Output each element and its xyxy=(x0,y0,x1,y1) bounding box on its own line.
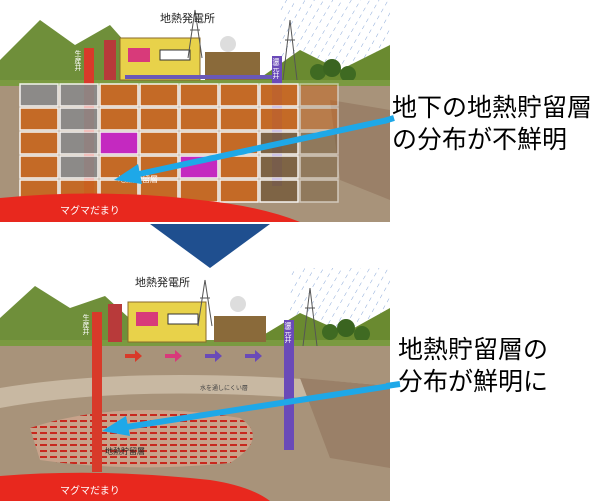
grid-cell xyxy=(19,83,59,107)
pylon xyxy=(302,287,318,347)
grid-cell xyxy=(219,155,259,179)
grid-cell xyxy=(139,107,179,131)
grid-cell xyxy=(179,83,219,107)
top-cross-section: 地熱発電所 生産井 還元井 地熱貯留層 マグマだまり xyxy=(0,0,390,222)
callout-top-line2: の分布が不鮮明 xyxy=(392,125,568,154)
tree xyxy=(354,326,370,342)
turbine xyxy=(136,312,158,326)
plant-window xyxy=(159,49,191,61)
grid-cell xyxy=(259,83,299,107)
tree xyxy=(310,64,326,80)
callout-arrow-top xyxy=(129,117,389,179)
top-panel-illustration: 地熱発電所 生産井 還元井 地熱貯留層 マグマだまり xyxy=(0,0,390,222)
grid-cell xyxy=(179,131,219,155)
tree xyxy=(323,59,341,77)
grid-cell xyxy=(99,107,139,131)
grid-cell xyxy=(299,179,339,203)
reservoir-label: 地熱貯留層 xyxy=(105,446,145,456)
pylon xyxy=(197,279,213,327)
callout-top-line1: 地下の地熱貯留層 xyxy=(392,93,593,122)
callout-bottom: 地熱貯留層の 分布が鮮明に xyxy=(398,334,548,398)
grid-cell xyxy=(219,83,259,107)
grid-cell xyxy=(259,107,299,131)
grid-cell xyxy=(59,155,99,179)
grid-cell xyxy=(19,107,59,131)
grid-cell xyxy=(99,83,139,107)
tree xyxy=(337,319,355,337)
bottom-panel-illustration: 地熱発電所 生産井 還元井 水を通しにくい層 地熱貯留層 マグマだまり xyxy=(0,268,390,501)
grid-cell xyxy=(59,131,99,155)
production-well xyxy=(92,312,102,472)
callout-arrow-head-top xyxy=(114,164,142,184)
grid-cell xyxy=(19,155,59,179)
grid-cell xyxy=(139,83,179,107)
pylon xyxy=(282,19,298,81)
grid-cell xyxy=(299,83,339,107)
tree xyxy=(340,66,356,82)
plant-window xyxy=(167,313,199,325)
grid-cell xyxy=(299,155,339,179)
grid-cell xyxy=(139,131,179,155)
grid-cell xyxy=(219,179,259,203)
flow-arrow xyxy=(205,350,222,362)
chimney xyxy=(108,304,122,342)
production-well-label: 生産井 xyxy=(82,313,90,336)
magma-chamber xyxy=(0,193,300,222)
chimney xyxy=(104,40,116,80)
mountain-left xyxy=(0,286,140,343)
grid-cell xyxy=(219,107,259,131)
cooling-tower xyxy=(214,316,266,342)
turbine xyxy=(128,48,150,62)
plant-label: 地熱発電所 xyxy=(160,11,215,25)
reinjection-well xyxy=(284,320,294,450)
grid-cell xyxy=(19,131,59,155)
pylon xyxy=(187,9,203,59)
callout-arrow-head-bottom xyxy=(102,416,130,436)
flow-arrow xyxy=(165,350,182,362)
arrow-stub xyxy=(386,381,401,389)
arrow-stub xyxy=(384,115,395,124)
magma-label: マグマだまり xyxy=(60,204,120,217)
callout-bottom-line1: 地熱貯留層の xyxy=(398,335,549,364)
plant-label: 地熱発電所 xyxy=(135,275,190,289)
grid-cell xyxy=(59,107,99,131)
flow-arrow xyxy=(245,350,262,362)
steam xyxy=(220,36,236,52)
magma-chamber xyxy=(0,472,270,501)
reinjection-well-label: 還元井 xyxy=(272,57,280,80)
bottom-cross-section: 地熱発電所 生産井 還元井 水を通しにくい層 地熱貯留層 マグマだまり xyxy=(0,268,390,501)
steam xyxy=(230,296,246,312)
grid-cell xyxy=(59,83,99,107)
magma-label: マグマだまり xyxy=(60,484,120,497)
grid-cell xyxy=(259,179,299,203)
grid-cell xyxy=(99,131,139,155)
pipe xyxy=(125,75,275,79)
water-layer-label: 水を通しにくい層 xyxy=(200,384,248,392)
grid-cell xyxy=(259,155,299,179)
geothermal-reservoir xyxy=(30,410,253,468)
grid-cell xyxy=(299,107,339,131)
callout-bottom-line2: 分布が鮮明に xyxy=(398,367,549,396)
tree xyxy=(322,324,338,340)
transition-arrow xyxy=(150,224,270,268)
flow-arrow xyxy=(125,350,142,362)
callout-top: 地下の地熱貯留層 の分布が不鮮明 xyxy=(392,92,592,156)
resistivity-grid xyxy=(19,83,339,203)
rock-layer xyxy=(300,378,390,468)
callout-arrow-bottom xyxy=(119,383,390,431)
reinjection-well-label: 還元井 xyxy=(284,321,292,344)
grid-cell xyxy=(179,107,219,131)
production-well-label: 生産井 xyxy=(74,49,82,72)
